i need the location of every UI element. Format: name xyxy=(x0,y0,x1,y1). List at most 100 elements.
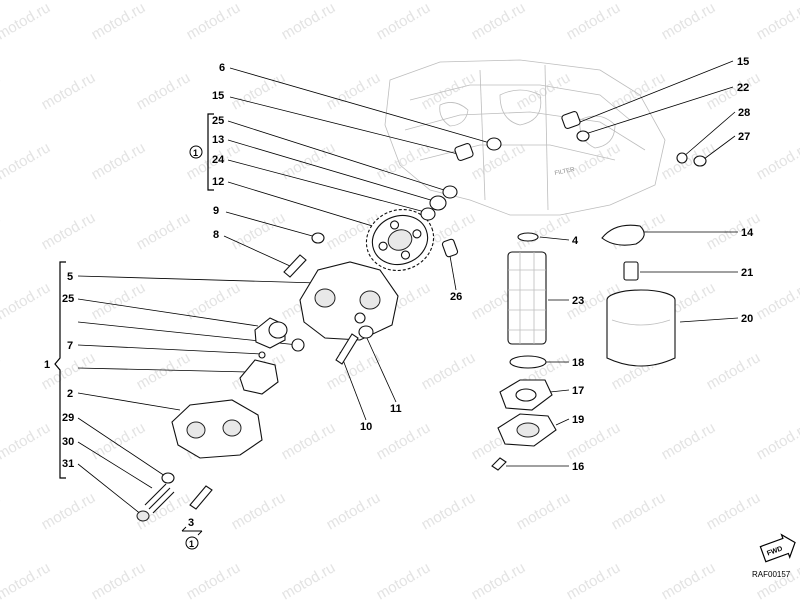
group-note-top-circled: 1 xyxy=(193,148,198,158)
watermark-text: motod.ru xyxy=(754,419,800,463)
watermark-text: motod.ru xyxy=(39,209,99,253)
watermark-text: motod.ru xyxy=(419,489,479,533)
watermark-text: motod.ru xyxy=(754,279,800,323)
callout-24: 24 xyxy=(212,154,225,166)
watermark-text: motod.ru xyxy=(324,489,384,533)
watermark-text: motod.ru xyxy=(704,349,764,393)
callout-29: 29 xyxy=(62,412,74,424)
callout-9: 9 xyxy=(213,205,219,217)
callout-5: 5 xyxy=(67,271,73,283)
watermark-text: motod.ru xyxy=(754,0,800,43)
watermark-text: motod.ru xyxy=(659,139,719,183)
callout-28: 28 xyxy=(738,107,750,119)
watermark-text: motod.ru xyxy=(39,69,99,113)
watermark-text: motod.ru xyxy=(419,349,479,393)
watermark-text: motod.ru xyxy=(0,69,3,113)
callout-23: 23 xyxy=(572,295,584,307)
callout-7: 7 xyxy=(67,340,73,352)
watermark-text: motod.ru xyxy=(659,559,719,600)
callout-6: 6 xyxy=(219,62,225,74)
watermark-text: motod.ru xyxy=(564,0,624,43)
group-note-bottom-num: 3 xyxy=(188,517,194,529)
filter-parts xyxy=(491,232,557,471)
callout-17: 17 xyxy=(572,385,584,397)
callout-15-right: 15 xyxy=(737,56,749,68)
group-note-bottom-circled: 1 xyxy=(189,539,194,549)
watermark-text: motod.ru xyxy=(564,559,624,600)
watermark-text: motod.ru xyxy=(229,489,289,533)
callout-31: 31 xyxy=(62,458,74,470)
watermark-text: motod.ru xyxy=(0,349,3,393)
callout-27: 27 xyxy=(738,131,750,143)
watermark-text: motod.ru xyxy=(514,69,574,113)
watermark-text: motod.ru xyxy=(279,0,339,43)
watermark-text: motod.ru xyxy=(0,419,53,463)
callout-8: 8 xyxy=(213,229,219,241)
watermark-text: motod.ru xyxy=(0,279,53,323)
watermark-text: motod.ru xyxy=(39,489,99,533)
watermark-text: motod.ru xyxy=(279,139,339,183)
callout-10: 10 xyxy=(360,421,372,433)
watermark-text: motod.ru xyxy=(659,419,719,463)
callout-14: 14 xyxy=(741,227,754,239)
watermark-text: motod.ru xyxy=(419,69,479,113)
watermark-text: motod.ru xyxy=(0,489,3,533)
watermark-text: motod.ru xyxy=(374,419,434,463)
watermark-text: motod.ru xyxy=(89,279,149,323)
watermark-text: motod.ru xyxy=(89,0,149,43)
callout-22: 22 xyxy=(737,82,749,94)
engine-block-outline: FILTER xyxy=(384,59,666,216)
callout-2: 2 xyxy=(67,388,73,400)
block-small-parts xyxy=(454,110,707,167)
watermark-text: motod.ru xyxy=(324,69,384,113)
watermark-text: motod.ru xyxy=(704,209,764,253)
watermark-text: motod.ru xyxy=(514,489,574,533)
drawing-code: RAF00157 xyxy=(752,570,791,579)
oil-pump-parts xyxy=(136,185,459,522)
watermark-text: motod.ru xyxy=(0,559,53,600)
watermark-text: motod.ru xyxy=(89,139,149,183)
pump-drive-gear xyxy=(365,208,435,272)
group-note-bottom: 3 1 xyxy=(181,517,203,550)
watermark-text: motod.ru xyxy=(609,489,669,533)
fwd-arrow: FWD xyxy=(759,533,796,563)
watermark-text: motod.ru xyxy=(184,559,244,600)
callout-30: 30 xyxy=(62,436,74,448)
watermark-text: motod.ru xyxy=(469,559,529,600)
watermark-text: motod.ru xyxy=(704,489,764,533)
callout-11: 11 xyxy=(390,403,402,415)
callout-13: 13 xyxy=(212,134,224,146)
watermark-text: motod.ru xyxy=(0,209,3,253)
watermark-text: motod.ru xyxy=(184,0,244,43)
watermark-text: motod.ru xyxy=(134,209,194,253)
watermark-text: motod.ru xyxy=(374,0,434,43)
group-brackets xyxy=(54,113,214,479)
watermark-text: motod.ru xyxy=(659,0,719,43)
callout-18: 18 xyxy=(572,357,584,369)
callout-20: 20 xyxy=(741,313,753,325)
watermark-text: motod.ru xyxy=(704,69,764,113)
callout-15: 15 xyxy=(212,90,224,102)
watermark-text: motod.ru xyxy=(134,349,194,393)
watermark-text: motod.ru xyxy=(89,559,149,600)
callout-4: 4 xyxy=(572,235,579,247)
watermark-text: motod.ru xyxy=(39,349,99,393)
watermark-text: motod.ru xyxy=(754,559,800,600)
callout-19: 19 xyxy=(572,414,584,426)
watermark-text: motod.ru xyxy=(754,139,800,183)
right-side-parts xyxy=(601,224,676,367)
callout-26: 26 xyxy=(450,291,462,303)
leader-lines xyxy=(77,60,739,516)
callout-1: 1 xyxy=(44,359,50,371)
watermark-text: motod.ru xyxy=(279,559,339,600)
watermark-text: motod.ru xyxy=(184,279,244,323)
callout-16: 16 xyxy=(572,461,584,473)
watermark-text: motod.ru xyxy=(0,0,53,43)
watermark-text: motod.ru xyxy=(374,559,434,600)
watermark-text: motod.ru xyxy=(0,139,53,183)
group-note-top: 1 xyxy=(189,145,203,159)
watermark-text: motod.ru xyxy=(134,69,194,113)
callout-12: 12 xyxy=(212,176,224,188)
